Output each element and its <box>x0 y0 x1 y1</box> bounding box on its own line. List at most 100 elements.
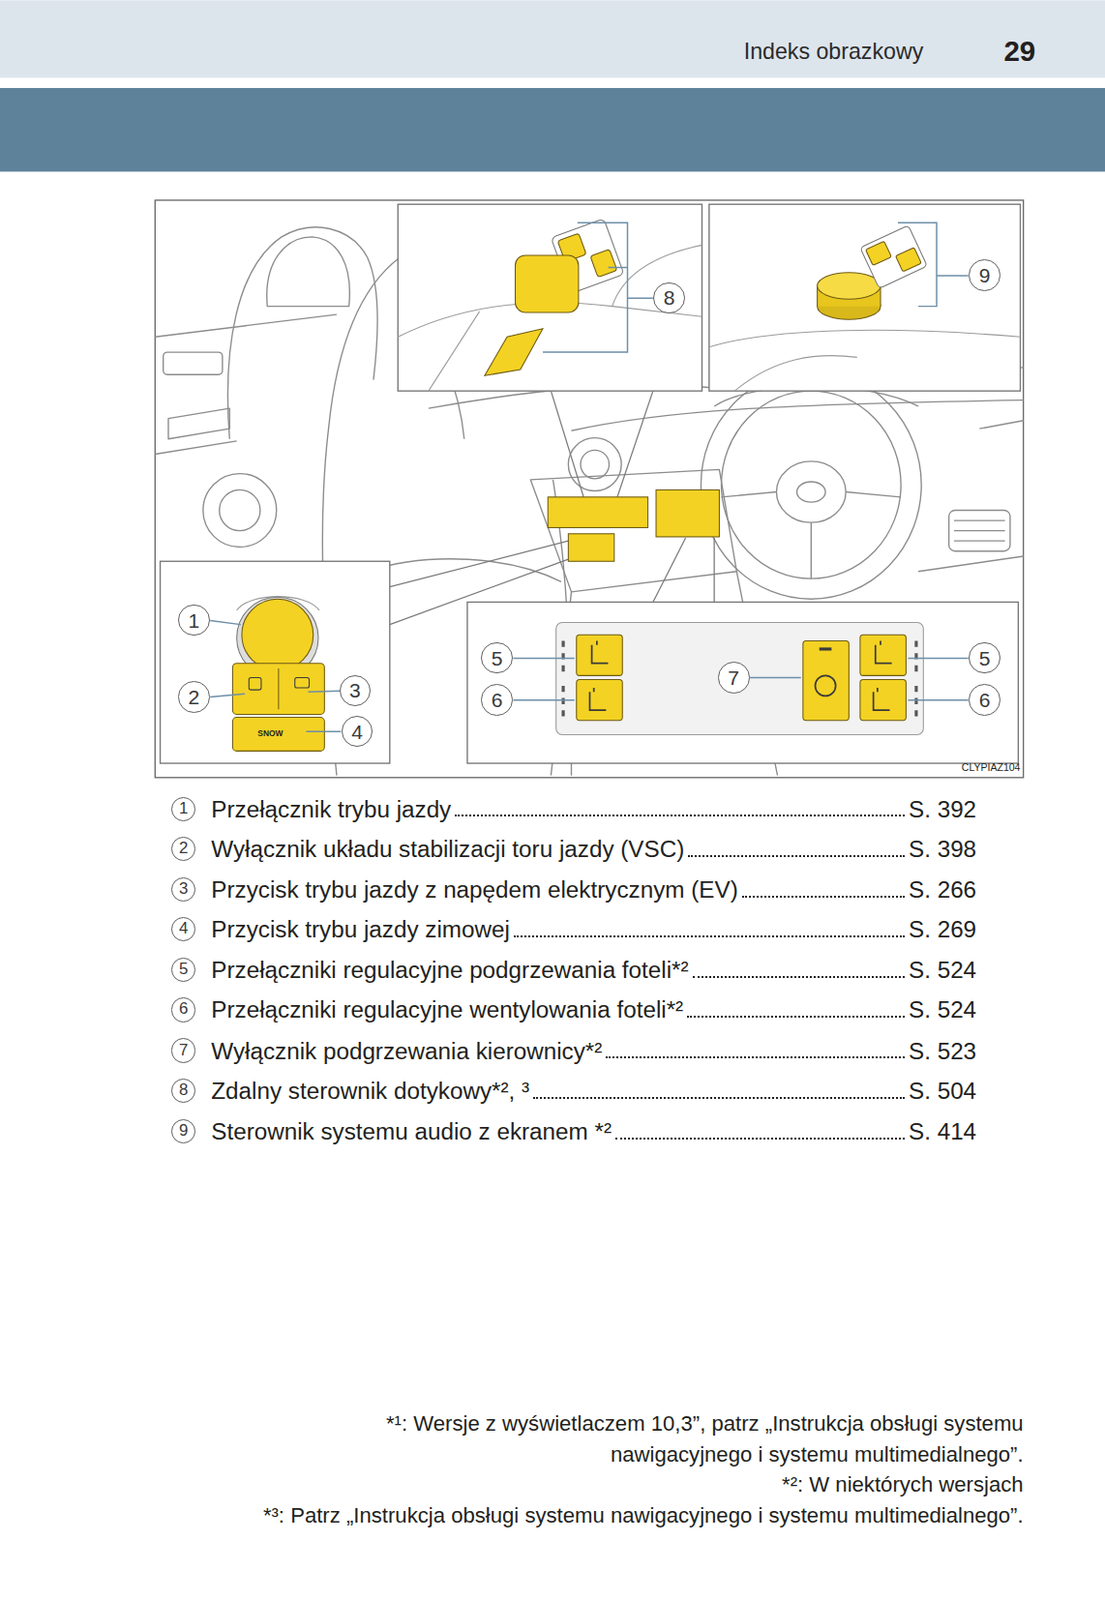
item-text: Zdalny sterownik dotykowy*², ³ <box>210 1076 530 1105</box>
callout-digit: 4 <box>351 721 363 743</box>
list-number: 9 <box>171 1119 196 1144</box>
audio-controller-inset <box>709 204 1021 391</box>
illustration-frame <box>154 200 1023 778</box>
touchpad-inset <box>590 249 618 278</box>
car-interior <box>797 481 827 503</box>
audio-controller-inset <box>866 240 893 266</box>
car-interior <box>530 469 737 593</box>
car-interior <box>367 559 562 583</box>
car-interior <box>721 492 902 580</box>
touchpad-inset <box>515 255 579 313</box>
car-interior <box>979 420 1023 429</box>
item-text: Przełączniki regulacyjne wentylowania fo… <box>210 995 684 1024</box>
seat-switch-inset <box>819 647 833 651</box>
car-interior <box>776 461 846 523</box>
page-ref: S. 269 <box>908 915 977 944</box>
callout-digit: 9 <box>179 1123 188 1140</box>
zoom-lines <box>653 537 715 602</box>
touchpad-inset <box>542 222 654 353</box>
item-text: Wyłącznik układu stabilizacji toru jazdy… <box>210 835 685 864</box>
running-header: Indeks obrazkowy <box>744 38 925 66</box>
car-interior <box>571 400 1024 432</box>
car-interior <box>918 556 1024 572</box>
callout-digit: 5 <box>491 648 504 669</box>
dot-leader <box>686 1015 905 1018</box>
car-interior <box>267 237 351 307</box>
car-interior <box>203 474 277 548</box>
button-label: SNOW <box>257 728 283 739</box>
callout-digit: 5 <box>179 961 188 979</box>
audio-controller-inset <box>897 222 969 306</box>
item-text: Przycisk trybu jazdy z napędem elektrycz… <box>210 875 738 904</box>
list-number: 2 <box>171 836 196 862</box>
dot-leader <box>615 1137 905 1140</box>
illustration-frame <box>154 200 1023 778</box>
list-number: 4 <box>171 917 196 942</box>
item-text: Sterownik systemu audio z ekranem *² <box>210 1117 612 1146</box>
drive-mode-inset <box>209 620 341 732</box>
highlighted-controls <box>567 534 614 562</box>
car-interior <box>949 510 1011 552</box>
page-ref: S. 523 <box>908 1037 977 1066</box>
touchpad-inset <box>397 204 702 391</box>
list-number: 8 <box>171 1078 196 1104</box>
callout-digit: 8 <box>179 1082 188 1100</box>
seat-switch-inset <box>467 601 1018 764</box>
callout-number: 2 <box>178 681 210 714</box>
callout-digit: 9 <box>979 265 991 286</box>
header-band <box>0 0 1105 172</box>
drive-mode-inset <box>232 717 325 752</box>
car-interior <box>154 314 337 337</box>
drive-mode-inset <box>160 561 390 764</box>
callout-digit: 2 <box>187 686 200 708</box>
car-interior <box>700 370 922 599</box>
dot-leader <box>533 1097 905 1100</box>
callout-number: 1 <box>178 604 210 637</box>
footnote: *³: Patrz „Instrukcja obsługi systemu na… <box>263 1500 1024 1531</box>
seat-switch-inset <box>815 675 837 696</box>
zoom-lines <box>550 390 653 498</box>
audio-controller-inset <box>709 204 1021 391</box>
callout-digit: 3 <box>179 881 188 898</box>
drive-mode-inset <box>248 677 262 690</box>
audio-controller-inset <box>709 329 1021 347</box>
highlighted-controls <box>547 489 719 562</box>
drive-mode-inset <box>295 677 310 688</box>
seat-switch-inset <box>576 634 623 676</box>
drive-mode-inset <box>241 598 314 671</box>
callout-number: 9 <box>968 259 1001 292</box>
callout-number: 5 <box>480 642 513 675</box>
callout-digit: 5 <box>979 648 991 669</box>
car-interior <box>163 352 223 375</box>
page-number: 29 <box>1003 33 1036 68</box>
callout-digit: 8 <box>663 287 676 308</box>
audio-controller-inset <box>817 272 881 299</box>
dot-leader <box>454 814 905 817</box>
seat-switch-inset <box>556 623 925 736</box>
dot-leader <box>513 935 905 938</box>
callout-digit: 4 <box>179 921 188 938</box>
dot-leader <box>742 895 905 898</box>
car-interior <box>567 438 622 492</box>
audio-controller-inset <box>860 225 927 289</box>
seat-switch-inset <box>860 634 906 676</box>
callout-number: 7 <box>717 661 750 694</box>
figure-code: CLYPIAZ104 <box>961 761 1021 775</box>
callout-digit: 6 <box>179 1001 188 1018</box>
callout-digit: 1 <box>179 801 188 818</box>
car-interior <box>227 227 378 440</box>
callout-digit: 6 <box>491 689 504 711</box>
car-interior <box>168 408 230 440</box>
highlighted-controls <box>547 497 648 529</box>
car-interior <box>219 489 261 531</box>
seat-switch-inset <box>561 641 565 717</box>
callout-digit: 6 <box>979 689 991 711</box>
item-text: Przycisk trybu jazdy zimowej <box>210 915 510 944</box>
dot-leader <box>605 1056 905 1059</box>
audio-controller-inset <box>860 225 927 289</box>
footnote: *²: W niektórych wersjach <box>781 1469 1024 1500</box>
drive-mode-inset <box>232 663 325 716</box>
seat-switch-inset <box>803 641 849 721</box>
audio-controller-inset <box>895 247 923 272</box>
